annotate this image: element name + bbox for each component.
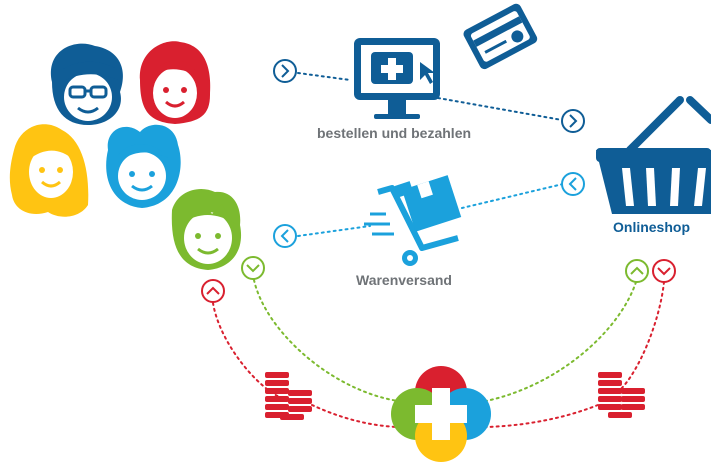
woman-yellow-face-icon — [9, 124, 89, 217]
chevron-right-icon — [273, 59, 297, 83]
shipping-label: Warenversand — [356, 272, 452, 288]
shopping-basket-icon — [596, 96, 711, 214]
chevron-down-icon — [241, 256, 265, 280]
customer-green-arc — [253, 279, 399, 402]
man-glasses-face-icon — [50, 43, 123, 125]
chevron-down-icon — [652, 259, 676, 283]
shop-red-arc — [485, 281, 665, 428]
hand-truck-package-icon — [364, 175, 462, 266]
customer-red-arc — [212, 302, 399, 428]
connector-lines — [212, 72, 665, 428]
woman-red-face-icon — [139, 41, 211, 125]
chevron-up-icon — [625, 259, 649, 283]
chevron-right-icon — [561, 109, 585, 133]
arrow-circles — [201, 59, 676, 303]
customers-group — [9, 41, 242, 270]
chevron-left-icon — [273, 224, 297, 248]
order-line-right — [437, 97, 563, 121]
onlineshop-label: Onlineshop — [613, 219, 690, 235]
coin-stack-icon — [265, 372, 312, 420]
boy-blue-face-icon — [106, 124, 181, 208]
ship-line-left — [297, 225, 371, 237]
four-color-cross-logo-icon — [391, 366, 491, 462]
ship-line-right — [461, 183, 564, 209]
order-line-left — [297, 72, 351, 81]
computer-monitor-plus-icon — [354, 38, 440, 119]
coin-stack-icon — [598, 372, 645, 418]
order-pay-label: bestellen und bezahlen — [317, 125, 472, 141]
boy-green-face-icon — [171, 189, 242, 270]
chevron-up-icon — [201, 279, 225, 303]
credit-card-icon — [463, 3, 538, 70]
shop-green-arc — [485, 281, 637, 402]
chevron-left-icon — [561, 172, 585, 196]
